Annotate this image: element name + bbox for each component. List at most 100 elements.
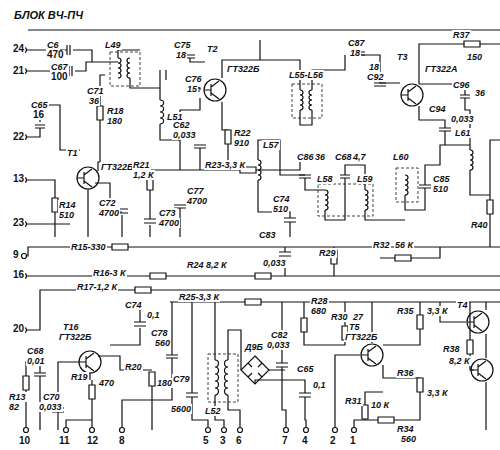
part-name: L58 [316, 174, 334, 184]
part-name: R21 [132, 160, 151, 170]
pin-number: 13 [12, 174, 25, 184]
transistor-symbol [77, 81, 486, 379]
part-name: C67 [50, 62, 69, 72]
pin-number: 3 [219, 436, 227, 446]
wire [26, 30, 500, 430]
part-name: L49 [104, 40, 122, 50]
part-name: R30 [330, 312, 349, 322]
part-value: 5600 [170, 404, 192, 414]
part-name: R24 8,2 К [186, 260, 228, 270]
part-value: 680 [310, 306, 327, 316]
part-value: 56 К [394, 240, 414, 250]
part-name: C68 [334, 152, 353, 162]
part-name: C77 [186, 186, 205, 196]
pin-number: 12 [86, 436, 99, 446]
part-value: 4700 [98, 208, 120, 218]
part-value: 510 [432, 184, 449, 194]
part-value: 36 [474, 88, 486, 98]
part-name: R25-3,3 К [178, 292, 220, 302]
part-type: ГТ322Б [100, 162, 134, 172]
part-value: 0,033 [262, 258, 287, 268]
part-name: L60 [392, 152, 410, 162]
part-value: 560 [154, 338, 171, 348]
part-value: 180 [156, 378, 173, 388]
part-name: L61 [454, 128, 472, 138]
part-value: 3,3 К [426, 388, 449, 398]
part-name: L57 [262, 140, 280, 150]
part-name: R40 [470, 220, 489, 230]
part-name: C92 [366, 72, 385, 82]
part-type: ГТ322Б [58, 332, 92, 342]
part-value: 36 [88, 96, 100, 106]
pin-number: 7 [281, 436, 289, 446]
coil-symbol [118, 58, 473, 395]
part-name: C71 [86, 86, 105, 96]
part-name: C83 [258, 230, 277, 240]
part-value: 18 [368, 62, 380, 72]
part-value: 910 [233, 138, 250, 148]
pin-number: 2 [329, 436, 337, 446]
part-name: R29 [318, 248, 337, 258]
part-name: R36 [396, 368, 415, 378]
part-name: R38 [442, 344, 461, 354]
part-name: C68 [26, 346, 45, 356]
part-value: 0,033 [38, 402, 63, 412]
part-value: 0,033 [450, 114, 475, 124]
part-value: 0,033 [172, 130, 197, 140]
capacitor-symbol [34, 45, 470, 412]
part-name: T1 [66, 148, 79, 158]
part-name: C74 [124, 300, 143, 310]
part-name: L55-L56 [288, 70, 324, 80]
part-name: L52 [204, 406, 222, 416]
part-value: 510 [272, 204, 289, 214]
part-name: C82 [270, 330, 289, 340]
transistor-symbol [77, 79, 493, 381]
part-value: 10 К [370, 400, 390, 410]
pin-number: 10 [18, 436, 31, 446]
terminal [222, 428, 227, 433]
part-name: C78 [150, 328, 169, 338]
part-value: 510 [58, 210, 75, 220]
part-name: T2 [206, 44, 219, 54]
part-value: 18 [175, 50, 187, 60]
part-name: R35 [396, 306, 415, 316]
part-name: R20 [124, 362, 143, 372]
part-name: T16 [62, 322, 80, 332]
part-value: 82 [8, 402, 20, 412]
pin-number: 11 [58, 436, 71, 446]
part-name: C96 [452, 80, 471, 90]
terminal [206, 428, 211, 433]
resistor-symbol [23, 41, 493, 423]
pin-number: 1 [349, 436, 357, 446]
part-value: 0,033 [266, 340, 291, 350]
part-name: C65 [30, 100, 49, 110]
pin-number: 8 [118, 436, 126, 446]
part-name: C70 [42, 392, 61, 402]
part-value: 470 [98, 378, 115, 388]
part-name: R32 [372, 240, 391, 250]
part-name: R17-1,2 К [76, 282, 118, 292]
part-value: 27 [352, 312, 364, 322]
part-name: T5 [348, 322, 361, 332]
pin-number: 9 [12, 250, 20, 260]
pin-number: 21 [12, 66, 25, 76]
part-type: ГТ322Б [226, 64, 260, 74]
part-value: 8,2 К [448, 356, 471, 366]
diode-bridge [241, 356, 269, 384]
terminal [238, 428, 243, 433]
part-name: C74 [272, 194, 291, 204]
part-value: 18 [349, 48, 361, 58]
part-value: 4700 [158, 218, 180, 228]
pin-number: 6 [235, 436, 243, 446]
terminal [333, 428, 338, 433]
pin-number: 470 [46, 50, 65, 60]
part-name: L59 [356, 174, 374, 184]
part-value: 0,01 [26, 356, 46, 366]
part-value: 36 [314, 152, 326, 162]
part-value: 4700 [186, 196, 208, 206]
terminal [24, 428, 29, 433]
terminal [64, 428, 69, 433]
part-name: R34 [396, 424, 415, 434]
part-name: C65 [296, 364, 315, 374]
part-value: 1,2 К [132, 170, 155, 180]
